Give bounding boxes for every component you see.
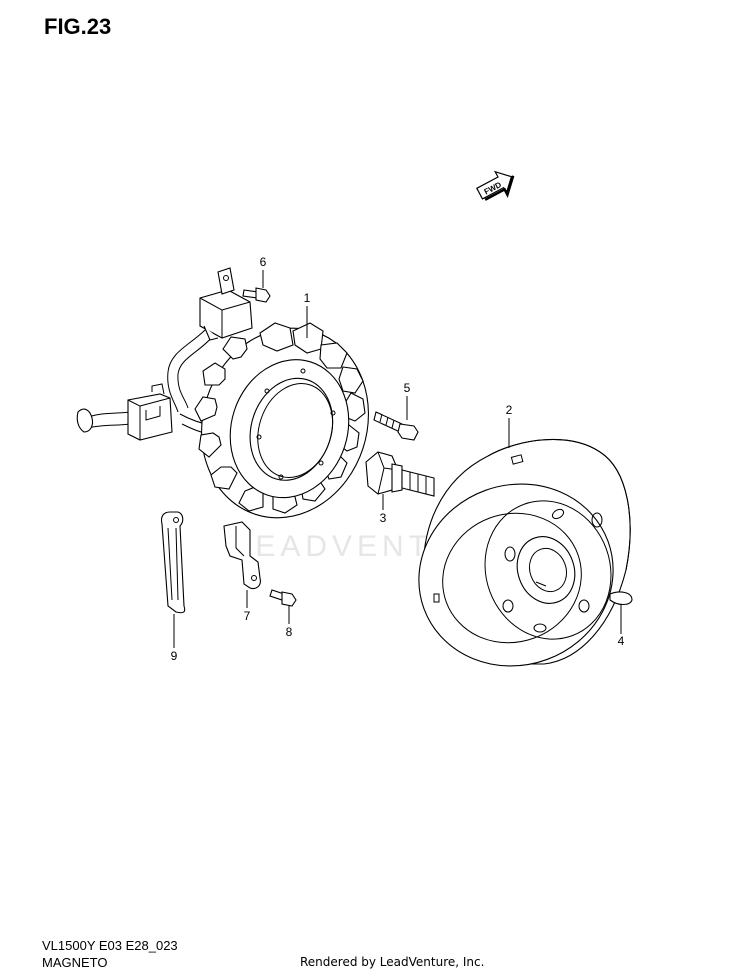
callout-5: 5 — [404, 381, 411, 420]
callout-4: 4 — [618, 604, 625, 648]
fwd-arrow-icon: FWD — [476, 170, 515, 201]
callout-1-number: 1 — [304, 291, 311, 305]
callout-8-number: 8 — [286, 625, 293, 639]
diagram-name: MAGNETO — [42, 955, 108, 970]
callout-6-number: 6 — [260, 255, 267, 269]
clamp-screw-top — [242, 287, 271, 303]
callout-3: 3 — [380, 494, 387, 525]
callout-8: 8 — [286, 606, 293, 639]
callout-2-number: 2 — [506, 403, 513, 417]
callout-4-number: 4 — [618, 634, 625, 648]
stator-assembly — [76, 267, 369, 519]
clamp-bracket — [223, 521, 261, 590]
clamp-screw-bottom — [269, 589, 297, 607]
stator-screw — [373, 411, 419, 441]
callout-3-number: 3 — [380, 511, 387, 525]
rotor — [418, 438, 631, 667]
wire-clamp — [160, 511, 186, 614]
callout-2: 2 — [506, 403, 513, 448]
callout-5-number: 5 — [404, 381, 411, 395]
callout-7: 7 — [244, 590, 251, 623]
rendered-by-credit: Rendered by LeadVenture, Inc. — [300, 955, 485, 969]
callout-9-number: 9 — [171, 649, 178, 663]
rotor-bolt — [365, 451, 435, 497]
diagram-code: VL1500Y E03 E28_023 — [42, 938, 178, 953]
callout-9: 9 — [171, 614, 178, 663]
woodruff-key — [609, 591, 633, 606]
callout-1: 1 — [304, 291, 311, 338]
callout-7-number: 7 — [244, 609, 251, 623]
figure-title: FIG.23 — [44, 14, 112, 39]
callout-6: 6 — [260, 255, 267, 288]
